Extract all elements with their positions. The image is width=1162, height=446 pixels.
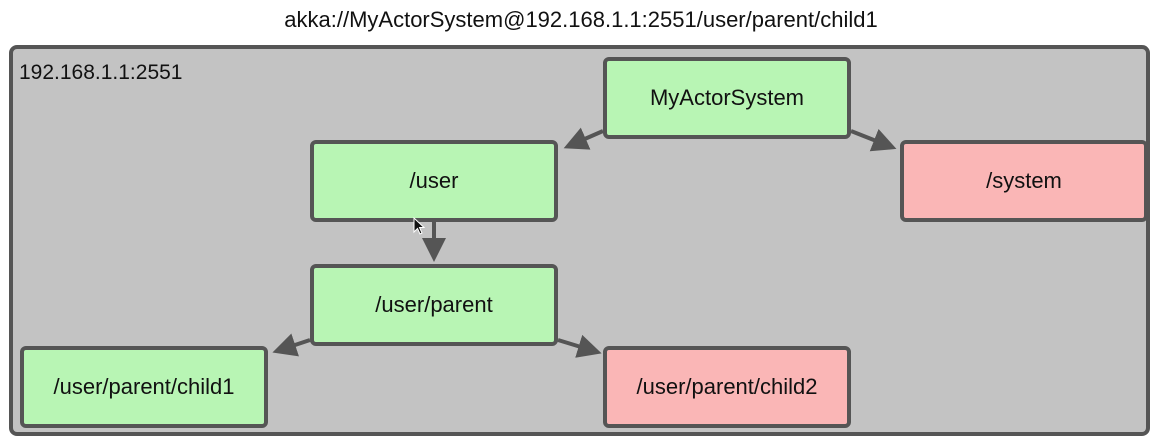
node-label: /user/parent	[375, 292, 493, 317]
node-user-parent-child1[interactable]: /user/parent/child1	[20, 346, 268, 428]
node-system[interactable]: /system	[900, 140, 1148, 222]
node-user-parent-child2[interactable]: /user/parent/child2	[603, 346, 851, 428]
mouse-pointer-icon	[413, 217, 425, 235]
node-label: /system	[986, 168, 1062, 193]
node-label: /user	[409, 168, 459, 193]
node-user-parent[interactable]: /user/parent	[310, 264, 558, 346]
node-label: /user/parent/child2	[636, 374, 818, 399]
address-label: 192.168.1.1:2551	[19, 61, 183, 84]
node-user[interactable]: /user	[310, 140, 558, 222]
diagram-title: akka://MyActorSystem@192.168.1.1:2551/us…	[284, 7, 878, 32]
node-label: /user/parent/child1	[53, 374, 235, 399]
node-label: MyActorSystem	[649, 85, 805, 110]
node-my-actor-system[interactable]: MyActorSystem	[603, 57, 851, 139]
